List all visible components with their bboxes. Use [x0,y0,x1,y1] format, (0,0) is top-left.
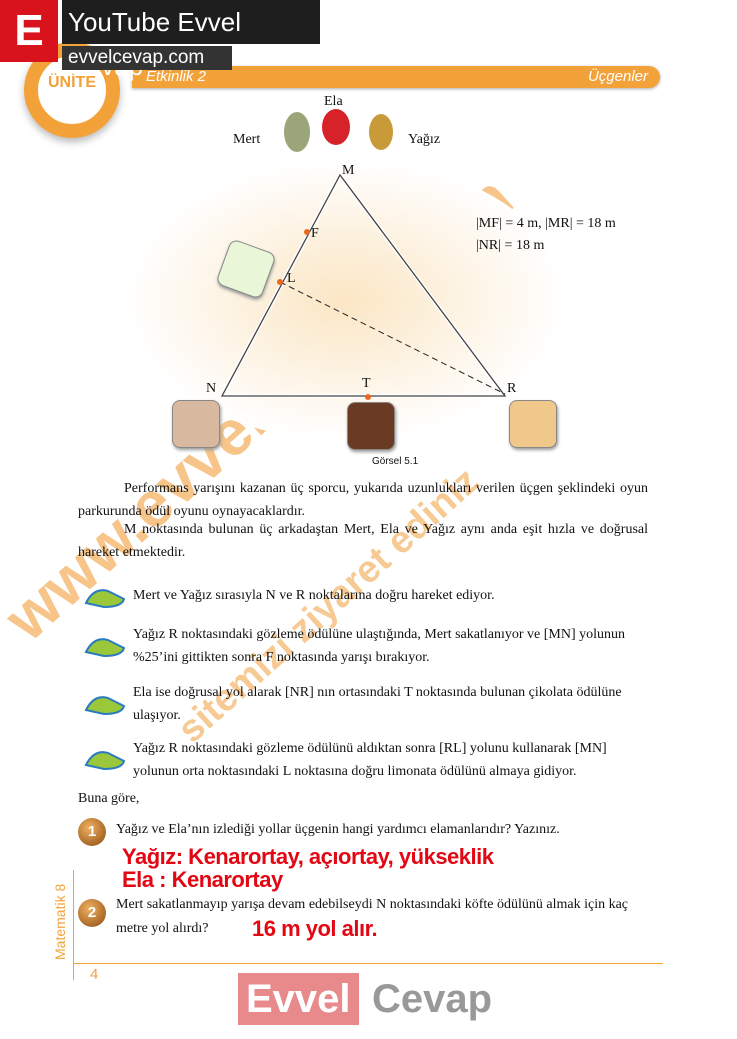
side-label: Matematik 8 [52,883,68,960]
unit-label: ÜNİTE [48,74,96,92]
kofte-image [172,400,220,448]
bullet-3: Ela ise doğrusal yol alarak [NR] nın ort… [133,685,622,723]
chocolate-image [347,402,395,450]
site-banner: evvelcevap.com [62,46,232,70]
given-lengths-1: |MF| = 4 m, |MR| = 18 m [476,216,616,231]
shoe-icon [84,638,126,658]
path-rl [279,281,506,395]
answer-1-line-2: Ela : Kenarortay [122,867,283,892]
point-t [365,394,371,400]
bullet-4: Yağız R noktasındaki gözleme ödülünü ald… [133,741,607,779]
question-1-text: Yağız ve Ela’nın izlediği yollar üçgenin… [116,822,560,837]
shoe-icon [84,589,126,609]
pancake-image [509,400,557,448]
triangle-outline [220,173,507,397]
footer-rule [73,963,663,964]
bullet-1: Mert ve Yağız sırasıyla N ve R noktaları… [133,588,495,603]
label-yagiz: Yağız [408,132,441,147]
question-1-number: 1 [78,818,106,846]
question-2-text: Mert sakatlanmayıp yarışa devam edebilse… [116,897,629,936]
figure-caption: Görsel 5.1 [372,456,419,467]
point-f [304,229,310,235]
label-t: T [362,376,371,391]
label-f: F [311,226,319,241]
topic-title: Üçgenler [587,68,648,85]
answer-2: 16 m yol alır. [252,916,378,941]
label-r: R [507,381,517,396]
side-rule [73,870,74,980]
brand-logo: E [0,0,58,62]
question-2-number: 2 [78,899,106,927]
shoe-icon [84,696,126,716]
label-l: L [287,271,296,286]
point-l [277,279,283,285]
header-band: Etkinlik 2 Üçgenler [132,66,660,88]
buna-gore: Buna göre, [78,791,140,806]
label-n: N [206,381,217,396]
bullet-2: Yağız R noktasındaki gözleme ödülüne ula… [133,627,625,665]
page-number: 4 [90,966,99,983]
label-mert: Mert [233,132,261,147]
footer-logo-evvel: Evvel [238,973,359,1025]
activity-title: Etkinlik 2 [146,68,207,85]
label-m: M [342,163,355,178]
triangle-figure [125,109,565,440]
paragraph-2: M noktasında bulunan üç arkadaştan Mert,… [78,522,648,560]
answer-1-line-1: Yağız: Kenarortay, açıortay, yükseklik [122,844,494,869]
footer-logo-cevap: Cevap [372,977,493,1021]
runners-icon [284,109,393,152]
given-lengths-2: |NR| = 18 m [476,238,545,253]
paragraph-1: Performans yarışını kazanan üç sporcu, y… [78,481,648,519]
shoe-icon [84,751,126,771]
label-ela: Ela [324,94,343,109]
